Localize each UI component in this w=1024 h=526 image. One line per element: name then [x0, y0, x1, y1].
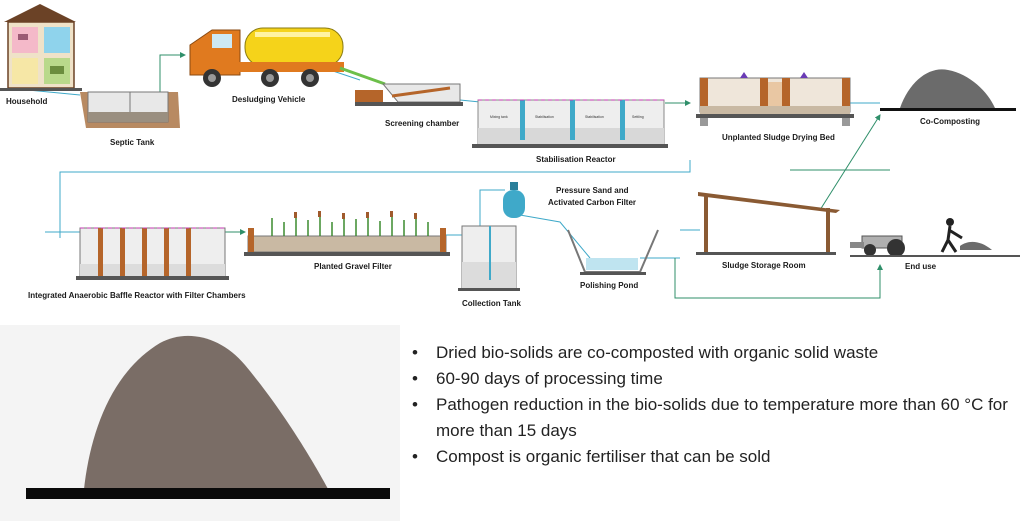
- desludging-vehicle-illustration: [189, 27, 386, 87]
- stabilisation-reactor-label: Stabilisation Reactor: [536, 155, 616, 164]
- sludge-drying-bed-illustration: [696, 72, 854, 126]
- co-composting-heap-small: [880, 69, 1016, 111]
- planted-gravel-filter-label: Planted Gravel Filter: [314, 262, 392, 271]
- collection-tank-illustration: [458, 225, 520, 291]
- compost-heap-panel: [0, 325, 400, 521]
- household-illustration: [0, 4, 82, 91]
- compost-facts-list: Dried bio-solids are co-composted with o…: [410, 340, 1010, 470]
- co-composting-label: Co-Composting: [920, 117, 980, 126]
- compost-fact-item: Compost is organic fertiliser that can b…: [410, 444, 1010, 470]
- svg-text:Stabilisation: Stabilisation: [535, 115, 554, 119]
- svg-text:Settling: Settling: [632, 115, 644, 119]
- sludge-drying-bed-label: Unplanted Sludge Drying Bed: [722, 133, 835, 142]
- sludge-storage-room-label: Sludge Storage Room: [722, 261, 806, 270]
- stabilisation-reactor-illustration: Mixing tank Stabilisation Stabilisation …: [472, 99, 668, 148]
- pressure-filter-label-line2: Activated Carbon Filter: [548, 198, 636, 207]
- treatment-process-diagram: Household Septic Tank Desludging Vehicle…: [0, 4, 1020, 308]
- compost-fact-item: Dried bio-solids are co-composted with o…: [410, 340, 1010, 366]
- compost-fact-item: 60-90 days of processing time: [410, 366, 1010, 392]
- collection-tank-label: Collection Tank: [462, 299, 522, 308]
- pressure-filter-illustration: [503, 182, 525, 218]
- screening-chamber-label: Screening chamber: [385, 119, 459, 128]
- septic-tank-label: Septic Tank: [110, 138, 155, 147]
- pressure-filter-label-line1: Pressure Sand and: [556, 186, 629, 195]
- sludge-storage-room-illustration: [696, 192, 840, 255]
- household-label: Household: [6, 97, 47, 106]
- baffle-reactor-illustration: [76, 227, 229, 280]
- polishing-pond-label: Polishing Pond: [580, 281, 638, 290]
- svg-text:Stabilisation: Stabilisation: [585, 115, 604, 119]
- end-use-illustration: [850, 218, 1020, 257]
- compost-heap-large: [26, 335, 390, 499]
- end-use-label: End use: [905, 262, 937, 271]
- septic-tank-illustration: [80, 91, 180, 128]
- screening-chamber-illustration: [355, 83, 463, 106]
- flow-lines: [27, 52, 890, 299]
- compost-fact-item: Pathogen reduction in the bio-solids due…: [410, 392, 1010, 444]
- baffle-reactor-label: Integrated Anaerobic Baffle Reactor with…: [28, 291, 246, 300]
- polishing-pond-illustration: [567, 229, 659, 275]
- svg-text:Mixing tank: Mixing tank: [490, 115, 508, 119]
- desludging-vehicle-label: Desludging Vehicle: [232, 95, 306, 104]
- planted-gravel-filter-illustration: [244, 211, 450, 256]
